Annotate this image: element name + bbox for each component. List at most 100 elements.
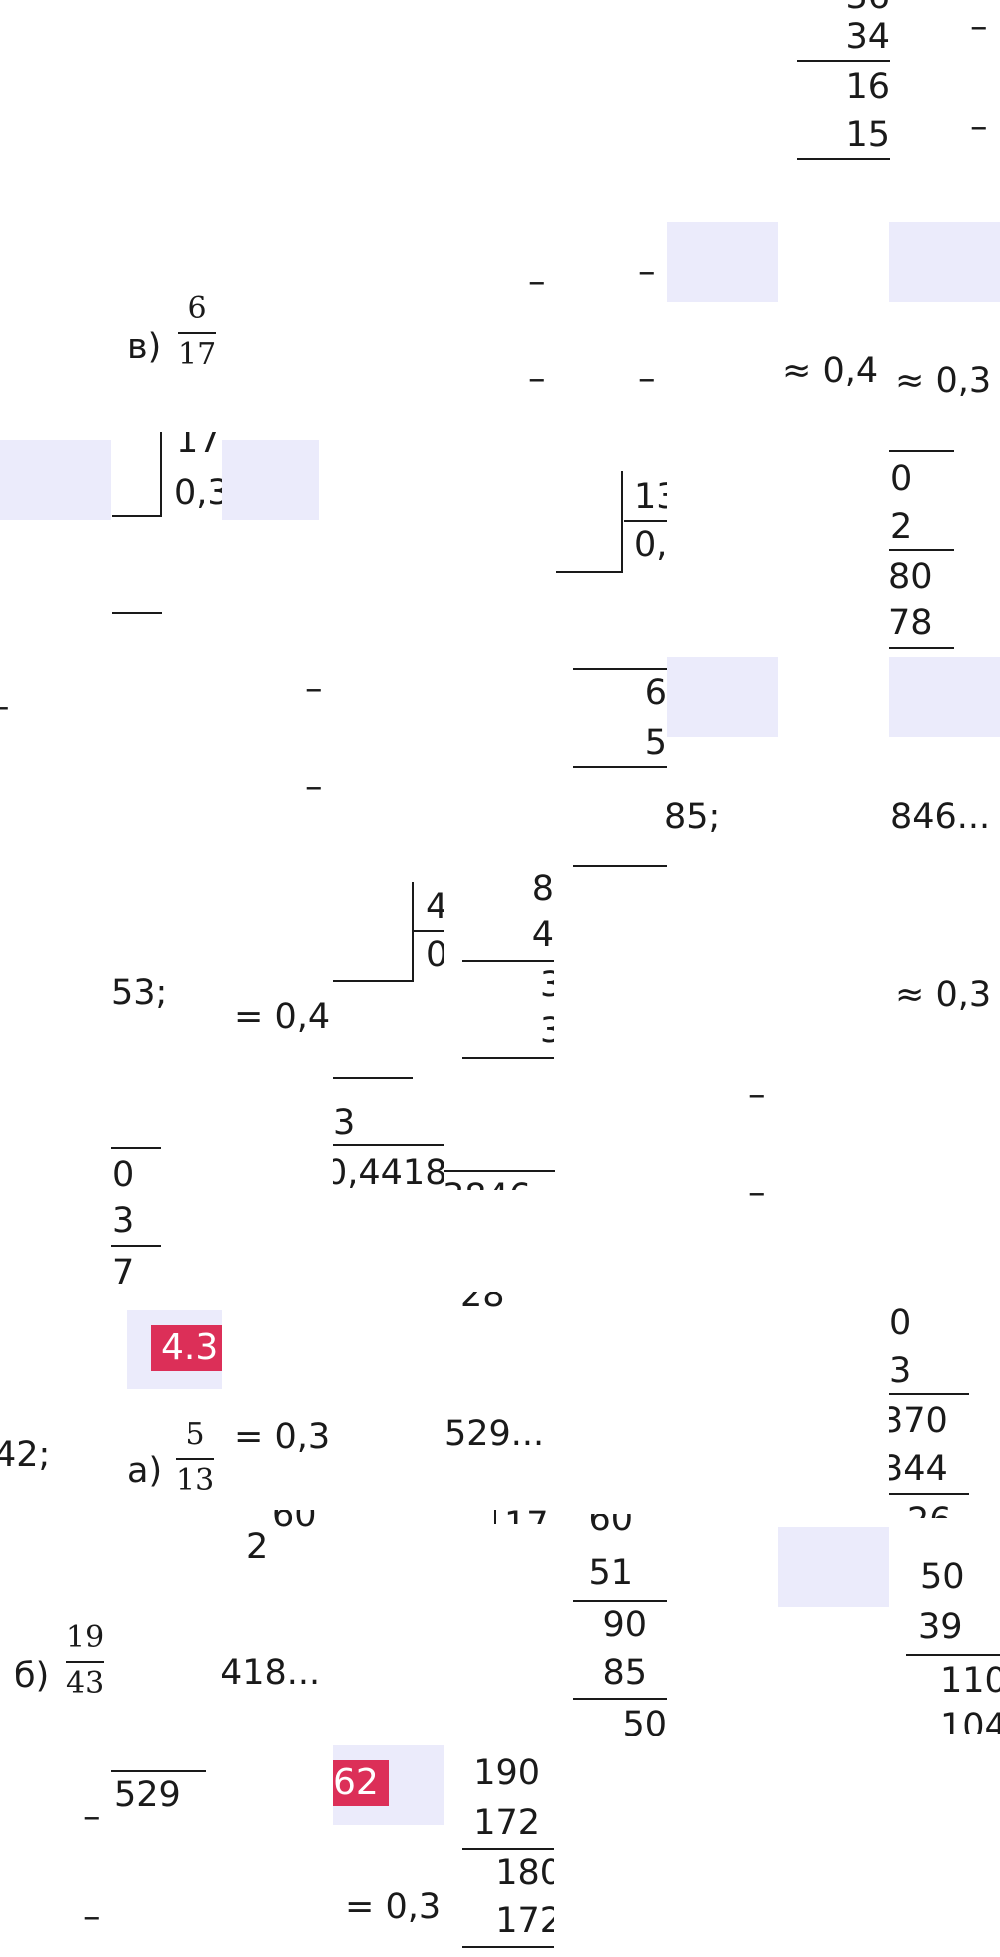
minus-sign: – [83,1897,101,1937]
digit: 6 [644,673,667,713]
digit: 50 [920,1557,965,1597]
fraction-6-17: 6 17 [178,291,217,372]
divisor-clip: 17 [490,1510,554,1524]
division-bracket [160,432,162,517]
digit: 172 [495,1901,554,1941]
numerator: 19 [66,1620,105,1655]
division-line [573,865,667,867]
digit: 3 [112,1201,135,1241]
digit: 3 [889,1351,912,1391]
division-line [889,1493,969,1495]
division-line [906,1654,1000,1656]
denominator: 17 [178,337,217,372]
minus-sign: – [305,767,323,807]
highlight-tile [889,657,1000,737]
quotient-clip: 529... [440,1405,555,1465]
digit: 3 [540,1011,554,1051]
digit: 110 [940,1661,1000,1701]
minus-sign: – [305,669,323,709]
minus-sign: – [970,7,988,47]
digit: 26 [907,1504,952,1519]
quotient-clip: 418... [222,1650,333,1700]
denominator: 43 [66,1666,105,1701]
divisor: 4 [426,887,444,927]
highlight-tile [222,440,319,520]
division-bracket [412,882,414,982]
numerator: 5 [185,1420,205,1452]
division-line [573,668,667,670]
division-line [797,60,890,62]
digit: 34 [845,17,890,57]
fraction-19-43: 19 43 [66,1620,105,1701]
quotient-tail: 846... [890,797,991,837]
divisor-clip: 13 0,3 [624,470,667,570]
quotient: 0,4418 [333,1153,444,1191]
minus-sign: – [528,262,546,302]
digit: 0 [890,459,913,499]
exercise-label-b: б) [14,1656,50,1696]
digit-clip: 370 344 26 [889,1400,1000,1518]
section-badge: 4.3 [151,1325,222,1371]
quotient: 0,3 [634,525,667,565]
division-line [797,158,890,160]
divisor-clip: 17 0,3 [166,432,222,522]
numerator: 6 [187,291,207,326]
quotient-tail: 529... [444,1414,545,1454]
quotient-clip: 3 0,4418 [333,1100,444,1190]
minus-sign: – [0,690,10,725]
division-line [414,930,444,932]
minus-sign: – [748,1173,766,1213]
digit: 5 [644,723,667,763]
division-line [889,549,954,551]
digit: 4 [531,915,554,955]
digit: 3 [333,1103,356,1143]
equation: = 0,3 [345,1887,442,1927]
digit: 344 [889,1449,948,1489]
division-line [462,960,554,962]
minus-sign: – [528,359,546,399]
highlight-tile [667,222,778,302]
minus-sign: – [638,252,656,292]
division-bracket [494,1510,496,1524]
equation-clip: = 0,3 [333,1880,444,1940]
division-line [112,612,162,614]
quotient-tail: 53; [111,973,168,1013]
digit: 16 [845,67,890,107]
exercise-label-v: в) [127,327,162,367]
digit: 2 [246,1527,269,1567]
division-line [573,766,667,768]
division-bracket [621,471,623,571]
digit: 180 [495,1853,554,1893]
digit: 90 [602,1605,647,1645]
digit: 85 [602,1653,647,1693]
division-line [111,1147,161,1149]
digit: 7 [112,1253,135,1293]
division-line [333,1144,444,1146]
division-line [889,1393,969,1395]
minus-sign: – [638,359,656,399]
fraction-bar [176,1458,215,1460]
division-line [573,1600,667,1602]
highlight-tile [667,657,778,737]
digit-clip: 2 60 [222,1510,333,1590]
highlight-tile [778,1527,889,1607]
divisor: 17 [176,432,221,461]
digit-clip: 180 172 [462,1852,554,1957]
division-line [462,1946,554,1948]
digit: 80 [888,557,933,597]
digit: 2 [890,507,913,547]
division-line [462,1057,554,1059]
quotient-tail: 85; [664,797,721,837]
highlight-tile [0,440,111,520]
division-line [573,1698,667,1700]
digit: 370 [889,1401,948,1441]
quotient-tail: 418... [222,1653,321,1693]
approx-clip: ≈ 0,3 [889,350,1000,400]
exercise-label-a: а) [127,1451,163,1491]
division-line [889,450,954,452]
digit: 78 [888,603,933,643]
digit-clip: 50 39 110 104 [900,1548,1000,1734]
quotient: 0 [426,935,444,975]
section-badge-clip: 62 [333,1760,396,1806]
minus-sign: – [970,107,988,147]
